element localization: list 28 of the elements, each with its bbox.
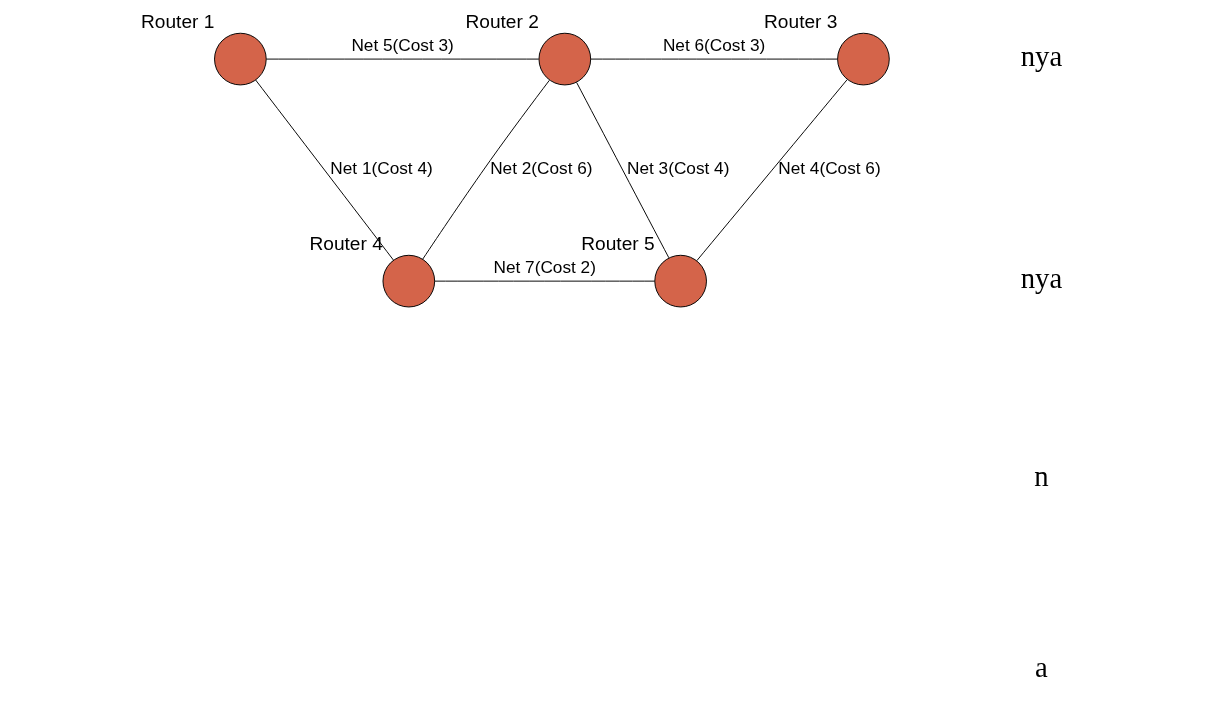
connector xyxy=(421,79,550,260)
node-label: Router 2 xyxy=(464,10,539,32)
node-circle xyxy=(213,32,267,86)
label: n xyxy=(1033,459,1049,492)
node-circle xyxy=(653,254,707,308)
edge-label: Net 1(Cost 4) xyxy=(329,158,433,179)
edge-label: Net 4(Cost 6) xyxy=(777,158,881,179)
connector xyxy=(575,81,669,259)
node-label: Router 4 xyxy=(308,232,383,254)
node-label: Router 3 xyxy=(763,10,837,32)
connector xyxy=(265,58,539,60)
node-circle xyxy=(538,32,591,86)
node-circle xyxy=(836,32,890,86)
connector xyxy=(695,79,848,262)
node-label: Router 5 xyxy=(580,232,655,254)
edge-label: Net 3(Cost 4) xyxy=(626,158,729,179)
label: nya xyxy=(1020,262,1062,295)
edge-label: Net 6(Cost 3) xyxy=(662,34,765,55)
node-circle xyxy=(382,254,435,308)
label: a xyxy=(1034,651,1048,684)
edge-label: Net 7(Cost 2) xyxy=(493,256,596,277)
connector xyxy=(433,280,655,282)
edge-label: Net 2(Cost 6) xyxy=(489,158,593,179)
connector xyxy=(254,79,394,261)
connector xyxy=(589,58,838,60)
node-label: Router 1 xyxy=(140,10,214,32)
label: nya xyxy=(1020,40,1062,73)
edge-label: Net 5(Cost 3) xyxy=(350,34,454,55)
